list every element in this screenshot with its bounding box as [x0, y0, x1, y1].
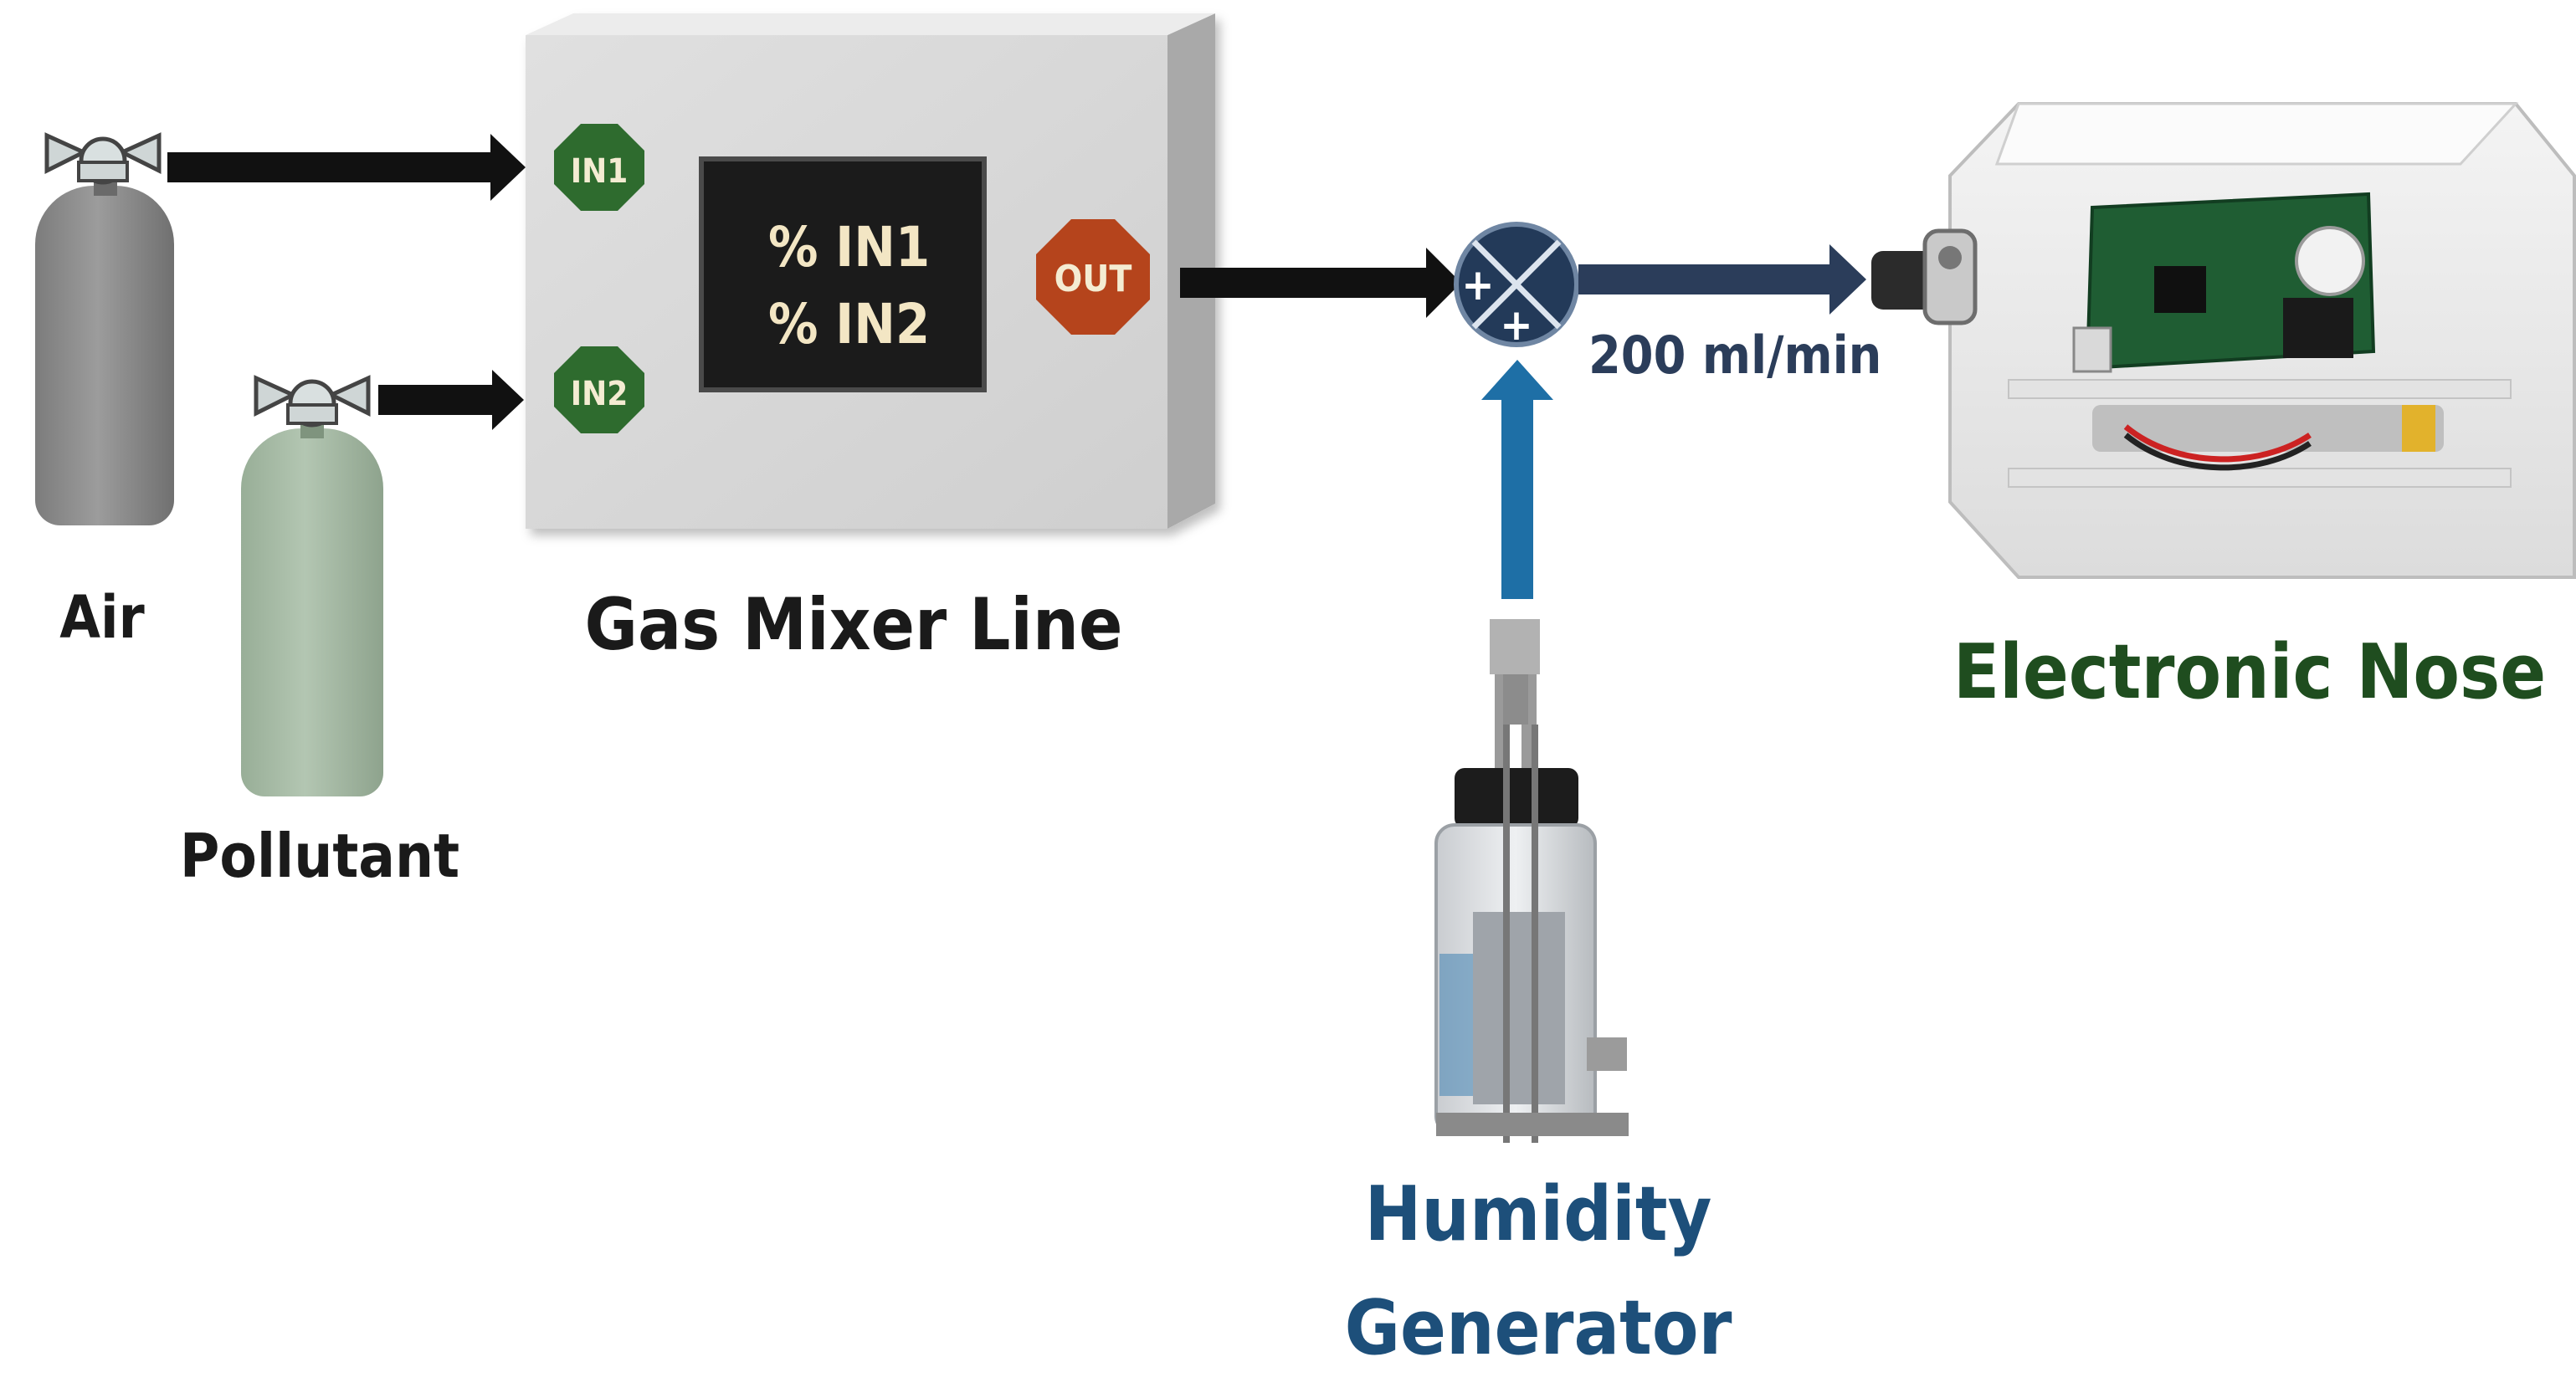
humidity-label-line2: Generator: [1345, 1284, 1732, 1372]
in2-badge-label: IN2: [571, 375, 629, 413]
pollutant-valve-icon: [254, 375, 371, 428]
junction-to-nose-arrow: [1578, 244, 1866, 315]
mixer-to-junction-arrow: [1180, 248, 1461, 318]
electronic-nose-label: Electronic Nose: [1953, 628, 2546, 716]
air-cylinder: [35, 172, 174, 525]
pollutant-cylinder: [241, 415, 383, 796]
mixer-display: % IN1 % IN2: [699, 156, 987, 392]
air-to-mixer-arrow: [167, 134, 526, 201]
mixing-junction: + +: [1454, 222, 1579, 351]
air-label: Air: [59, 583, 144, 652]
pollutant-label: Pollutant: [180, 821, 459, 891]
air-valve-icon: [44, 132, 162, 185]
in2-badge: IN2: [554, 346, 644, 433]
gas-mixer-line-label: Gas Mixer Line: [584, 583, 1122, 667]
in1-badge-label: IN1: [571, 152, 629, 191]
display-line-in2: % IN2: [768, 292, 930, 356]
humidity-generator-image: [1434, 619, 1629, 1143]
humidity-label-line1: Humidity: [1365, 1170, 1712, 1258]
out-badge-label: OUT: [1055, 258, 1132, 300]
out-badge: OUT: [1036, 219, 1150, 335]
junction-plus-bottom: +: [1500, 300, 1532, 351]
humidity-to-junction-arrow: [1481, 360, 1553, 599]
display-line-in1: % IN1: [768, 215, 930, 279]
junction-plus-left: +: [1461, 260, 1494, 310]
flow-rate-label: 200 ml/min: [1588, 325, 1881, 386]
pollutant-to-mixer-arrow: [378, 370, 524, 430]
electronic-nose-image: [1871, 102, 2576, 579]
in1-badge: IN1: [554, 124, 644, 211]
